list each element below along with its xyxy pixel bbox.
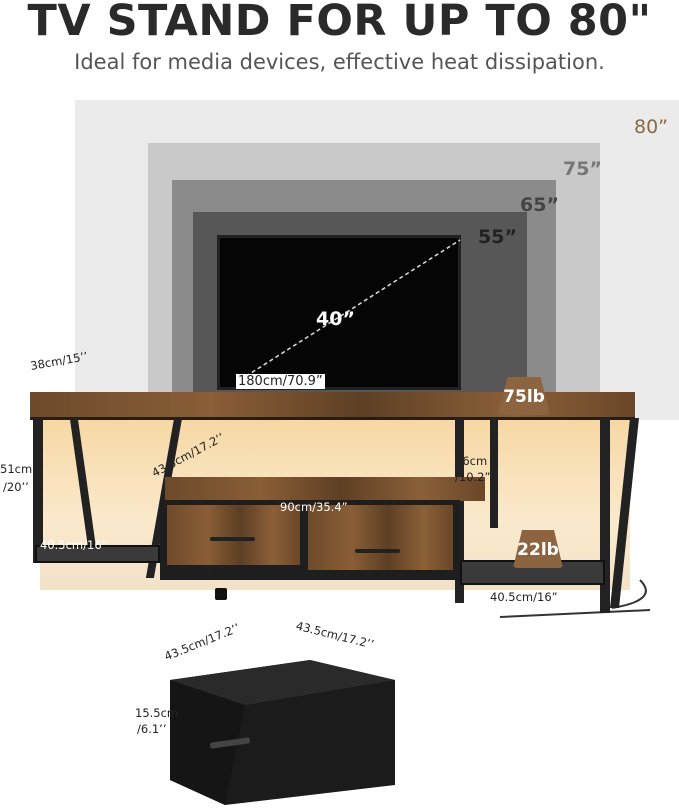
label-75: 75” — [563, 158, 602, 180]
label-80: 80” — [634, 116, 669, 138]
drawer-dim-height-in: /6.1’’ — [137, 722, 167, 736]
left-shelf — [35, 545, 160, 563]
label-40: 40” — [316, 308, 355, 330]
drawer-dim-height-cm: 15.5cm — [135, 706, 179, 720]
label-55: 55” — [478, 226, 517, 248]
cabinet-top — [165, 477, 485, 501]
dim-width: 180cm/70.9” — [236, 374, 325, 389]
leg — [600, 418, 610, 613]
dim-right-shelf: 40.5cm/16” — [490, 590, 558, 604]
fabric-drawer — [170, 660, 395, 805]
label-65: 65” — [520, 194, 559, 216]
dim-shelf-height-cm: 26cm — [455, 454, 488, 468]
weight-top: 75lb — [498, 377, 550, 415]
page-title: TV STAND FOR UP TO 80" — [27, 0, 652, 46]
plug-icon — [215, 588, 227, 600]
dim-height-in: /20’’ — [3, 480, 29, 494]
dim-clearance: 6cm/2.4” — [186, 563, 239, 577]
drawer-left[interactable] — [167, 505, 300, 565]
drawer-handle — [210, 537, 255, 541]
dim-height-cm: 51cm — [0, 462, 33, 476]
drawer-handle — [355, 549, 400, 553]
drawer-right[interactable] — [308, 505, 453, 570]
leg — [33, 418, 43, 563]
page-subtitle: Ideal for media devices, effective heat … — [74, 50, 605, 74]
dim-cabinet-width: 90cm/35.4” — [280, 500, 348, 514]
weight-shelf: 22lb — [513, 530, 563, 568]
dim-shelf-height-in: /10.2” — [455, 470, 491, 484]
leg — [490, 418, 498, 528]
dim-left-shelf: 40.5cm/16” — [40, 538, 108, 552]
tv-40 — [217, 235, 461, 390]
